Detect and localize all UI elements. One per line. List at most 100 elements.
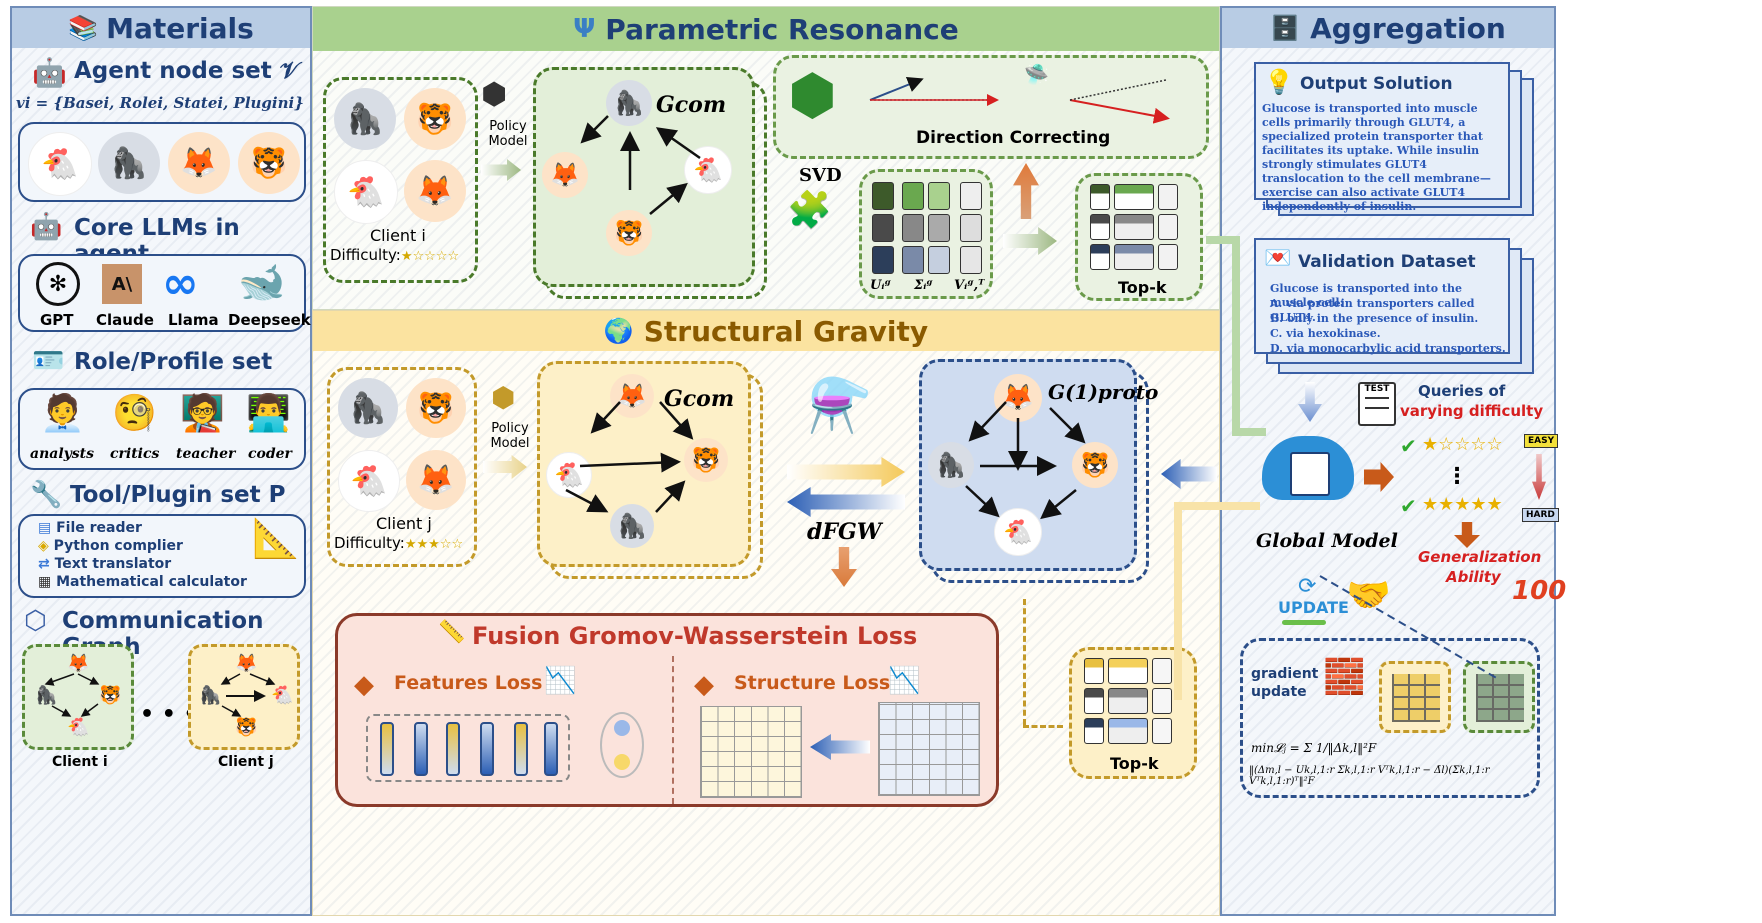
fox-avatar: 🦊 <box>406 450 466 510</box>
gorilla-node-icon: 🦍 <box>199 685 222 706</box>
coder-icon: 👨‍💻 <box>246 393 291 434</box>
validation-line: B. only in the presence of insulin. <box>1270 312 1479 325</box>
svd-label: SVD <box>799 165 842 186</box>
fox-avatar: 🦊 <box>404 160 466 222</box>
global-model-icon <box>1258 426 1358 526</box>
update-matrix-grid <box>1392 674 1440 722</box>
file-icon: ▤ <box>38 520 57 536</box>
tiger-node-icon: 🐯 <box>235 717 258 738</box>
feature-bars-box <box>366 714 570 782</box>
topk-cell <box>1090 184 1110 210</box>
tiger-agent-avatar: 🐯 <box>238 132 300 194</box>
fox-agent-avatar: 🦊 <box>168 132 230 194</box>
validation-card: 💌 Validation Dataset Glucose is transpor… <box>1254 238 1510 355</box>
feature-bar <box>544 722 558 776</box>
v-cell <box>960 246 982 274</box>
u-label: Uᵢᵍ <box>870 278 891 293</box>
topk-cell <box>1158 214 1178 240</box>
loss-formula-line1: min𝓛ⱼ = Σ 1/‖Δk,l‖²F <box>1251 741 1377 755</box>
queries-line1: Queries of <box>1418 382 1506 400</box>
parametric-client-label: Client i <box>370 226 426 245</box>
gproto-tiger-node: 🐯 <box>1072 442 1118 488</box>
checkmark-icon: ✔ <box>1400 494 1417 518</box>
bar-chart-icon: 📉 <box>544 666 577 696</box>
materials-title: Materials <box>106 11 254 45</box>
bricks-icon: 🧱 <box>1323 657 1366 697</box>
gcom-bird-node: 🐔 <box>684 146 732 194</box>
role-coder: coder <box>248 446 292 462</box>
tool-item-file-reader: ▤ File reader <box>38 520 142 536</box>
yellow-node <box>614 754 630 770</box>
gcom-fox-node: 🦊 <box>610 374 654 418</box>
parametric-gcom-box: 🦍 Gcom 🦊 🐔 🐯 <box>533 67 755 287</box>
parametric-header: Ψ Parametric Resonance <box>313 7 1219 51</box>
validation-line: D. via monocarbylic acid transporters. <box>1270 342 1506 355</box>
topk-matrix <box>1090 184 1178 270</box>
parametric-difficulty: Difficulty:★☆☆☆☆ <box>330 246 460 264</box>
parametric-topk-label: Top-k <box>1118 278 1167 297</box>
global-model-label: Global Model <box>1256 530 1398 552</box>
calculator-icon: ▦ <box>38 574 57 590</box>
d-fgw-label: dFGW <box>807 519 882 545</box>
fox-node-icon: 🦊 <box>235 653 258 674</box>
direction-correcting-label: Direction Correcting <box>916 128 1111 148</box>
gpt-label: GPT <box>40 311 74 329</box>
parametric-client-box: 🦍 🐯 🐔 🦊 Client i Difficulty:★☆☆☆☆ <box>323 77 478 283</box>
structural-gcom-label: Gcom <box>664 386 735 412</box>
topk-cell <box>1084 718 1104 744</box>
role-analysts: analysts <box>30 446 95 462</box>
tiger-avatar: 🐯 <box>406 378 466 438</box>
g-proto-label: G(1)proto <box>1048 380 1159 404</box>
refresh-icon: ⟳ <box>1298 574 1317 599</box>
topk-cell <box>1158 184 1178 210</box>
direction-correcting-box: ⬢ Direction Correcting 🛸 <box>773 55 1209 159</box>
hard-badge: HARD <box>1522 508 1559 522</box>
topk-cell <box>1090 214 1110 240</box>
drone-icon: 🛸 <box>1024 62 1049 86</box>
bird-avatar: 🐔 <box>338 450 400 512</box>
bird-agent-avatar: 🐔 <box>28 132 92 196</box>
tiger-node-icon: 🐯 <box>99 685 122 706</box>
globe-icon: 🌍 <box>603 317 634 345</box>
generalization-line2: Ability <box>1446 568 1501 586</box>
structure-loss-label: Structure Loss <box>734 672 891 694</box>
test-lines <box>1365 397 1389 409</box>
features-loss-label: Features Loss <box>394 672 543 694</box>
server-rack-icon: 🗄️ <box>1270 14 1301 42</box>
parametric-gcom-label: Gcom <box>656 92 727 118</box>
gorilla-agent-avatar: 🦍 <box>98 132 160 194</box>
gcom-tiger-node: 🐯 <box>684 438 728 482</box>
feature-bar <box>414 722 428 776</box>
node-pair-icon <box>600 712 644 778</box>
v-cell <box>960 214 982 242</box>
dots: ⋮ <box>1446 464 1468 489</box>
deepseek-label: Deepseek <box>228 311 311 329</box>
comm-graph-client-i: 🦊 🦍 🐯 🐔 <box>22 644 134 750</box>
aggregation-header: 🗄️ Aggregation <box>1222 8 1554 48</box>
topk-cell <box>1114 214 1154 240</box>
llm-box: ✻ GPT A\ Claude ∞ Llama 🐋 Deepseek <box>18 254 311 332</box>
v-matrix <box>960 182 982 274</box>
feature-bar <box>446 722 460 776</box>
robot-icon: 🤖 <box>32 56 67 89</box>
update-matrix-yellow <box>1379 661 1451 733</box>
sigma-cell <box>928 182 950 210</box>
agent-node-formula: vi = {Basei, Rolei, Statei, Plugini} <box>16 94 304 112</box>
topk-cell <box>1084 688 1104 714</box>
aggregation-panel: 🗄️ Aggregation 💡 Output Solution Glucose… <box>1220 6 1566 916</box>
books-icon: 📚 <box>68 14 99 42</box>
structural-difficulty: Difficulty:★★★☆☆ <box>334 534 464 552</box>
claude-icon: A\ <box>102 264 142 304</box>
output-solution-card: 💡 Output Solution Glucose is transported… <box>1254 62 1510 213</box>
u-cell <box>872 214 894 242</box>
tool-item-translator: ⇄ Text translator <box>38 556 172 572</box>
structural-topk-label: Top-k <box>1110 754 1159 773</box>
bird-avatar: 🐔 <box>334 160 398 224</box>
structural-panel: 🌍 Structural Gravity 🦍 🐯 🐔 🦊 Client j Di… <box>312 310 1220 916</box>
llama-icon: ∞ <box>162 258 199 309</box>
parametric-arrow-to-gcom <box>481 159 521 181</box>
topk-cell <box>1152 718 1172 744</box>
network-graph-icon: ⬢ <box>788 63 837 128</box>
generalization-line1: Generalization <box>1418 548 1542 566</box>
